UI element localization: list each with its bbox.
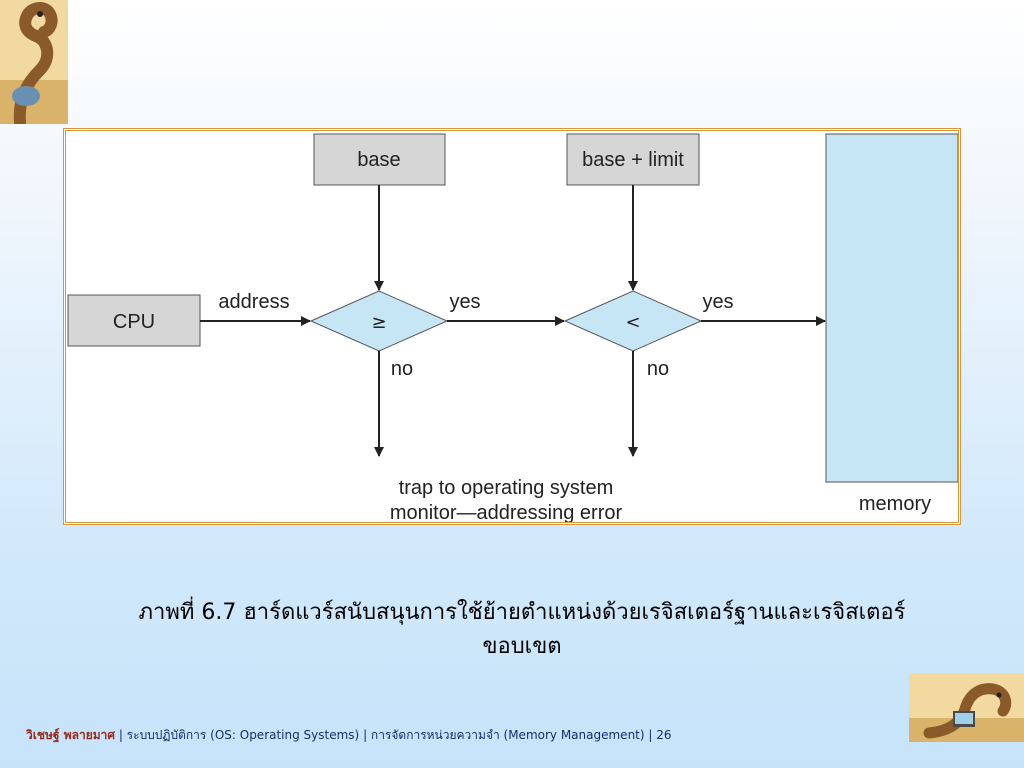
relocation-hardware-diagram: base base + limit CPU memory ≥ < address… (67, 133, 958, 522)
edge-label-no-2: no (647, 358, 669, 380)
diagram-frame: base base + limit CPU memory ≥ < address… (63, 128, 961, 525)
footer-chapter: การจัดการหน่วยความจำ (Memory Management) (370, 728, 645, 742)
footer: วิเชษฐ์ พลายมาศ | ระบบปฏิบัติการ (OS: Op… (26, 726, 672, 745)
base-register-label: base (357, 149, 400, 171)
decision-lt-symbol: < (625, 312, 640, 333)
footer-course: ระบบปฏิบัติการ (OS: Operating Systems) (126, 728, 360, 742)
decision-ge-symbol: ≥ (371, 312, 386, 333)
cpu-label: CPU (113, 311, 155, 333)
footer-separator: | (359, 728, 371, 742)
limit-register-label: base + limit (582, 149, 684, 171)
footer-separator: | (644, 728, 657, 742)
figure-caption-continued: ขอบเขต (482, 634, 562, 659)
edge-label-yes-1: yes (449, 291, 480, 313)
footer-page-number: 26 (656, 728, 672, 742)
edge-label-address: address (218, 291, 289, 313)
footer-author: วิเชษฐ์ พลายมาศ (26, 728, 115, 742)
trap-text-line2: monitor—addressing error (390, 502, 623, 522)
footer-separator: | (115, 728, 127, 742)
memory-block (825, 133, 958, 483)
edge-label-yes-2: yes (702, 291, 733, 313)
figure-caption: ภาพที่ 6.7 ฮาร์ดแวร์สนับสนุนการใช้ย้ายตำ… (138, 600, 906, 625)
dinosaur-icon (0, 0, 68, 124)
limit-register-box (566, 133, 700, 186)
trap-text-line1: trap to operating system (399, 477, 614, 499)
edge-label-no-1: no (391, 358, 413, 380)
memory-label: memory (859, 493, 931, 515)
dinosaur-laptop-icon (909, 673, 1024, 742)
